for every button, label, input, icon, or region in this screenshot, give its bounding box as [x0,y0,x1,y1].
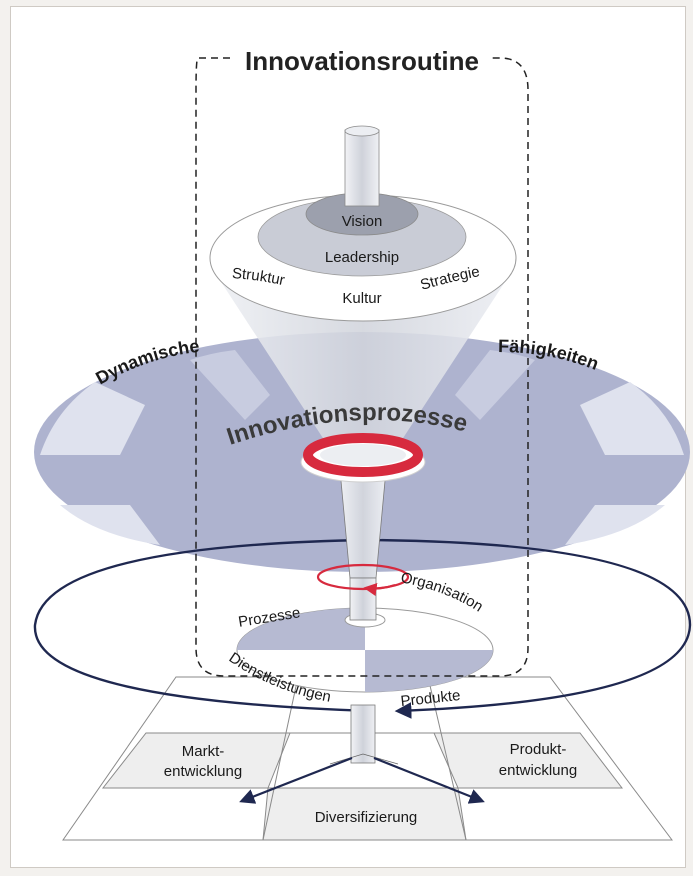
organisation-label: Organisation [399,569,486,615]
lower-disc [236,607,494,693]
markt-label-2: entwicklung [164,763,242,780]
arrow-right-diag [373,756,485,804]
produkte-label: Produkte [400,687,461,710]
vision-label: Vision [342,213,383,230]
small-red-arrow [363,582,396,597]
routine-dashed-frame [195,57,529,677]
produkt-label-1: Produkt- [510,741,567,758]
small-red-ring [316,563,410,591]
lower-shaft [329,469,399,765]
upper-funnel [209,125,517,455]
diversifizierung-label: Diversifizierung [315,809,418,826]
kultur-label: Kultur [342,290,381,307]
arrow-left-diag [239,756,353,804]
diagram-title: Innovationsroutine [245,46,479,76]
markt-label-1: Markt- [182,743,225,760]
big-red-ring [300,433,426,483]
leadership-label: Leadership [325,249,399,266]
produkt-label-2: entwicklung [499,762,577,779]
